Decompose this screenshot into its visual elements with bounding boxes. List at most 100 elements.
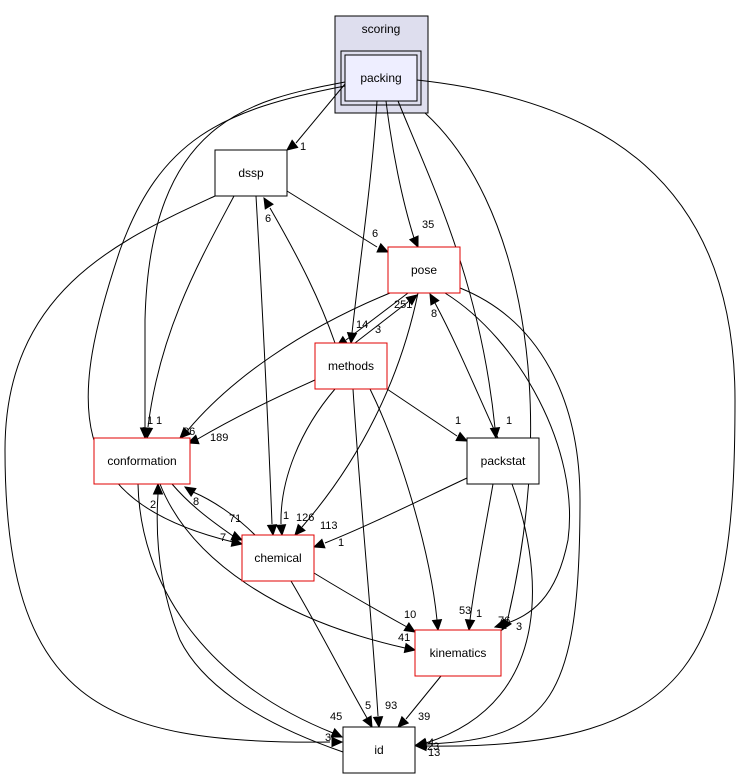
edge-dssp-to-chemical[interactable]: 1 bbox=[255, 195, 289, 537]
edge-line bbox=[313, 572, 408, 628]
edge-weight-label[interactable]: 189 bbox=[210, 432, 228, 444]
edge-packing-to-conformation[interactable]: 1 bbox=[139, 81, 346, 440]
edge-weight-label[interactable]: 53 bbox=[459, 605, 471, 617]
edge-conformation-to-id[interactable]: 45 bbox=[137, 483, 344, 738]
node-dssp-box[interactable] bbox=[214, 149, 288, 197]
edge-weight-label[interactable]: 3 bbox=[325, 732, 331, 744]
edge-weight-label[interactable]: 6 bbox=[265, 213, 271, 225]
edge-weight-label[interactable]: 3 bbox=[375, 324, 381, 336]
edge-weight-label[interactable]: 14 bbox=[356, 319, 368, 331]
edge-methods-to-packstat[interactable]: 1 bbox=[386, 388, 469, 442]
edge-chemical-to-id[interactable]: 5 bbox=[290, 580, 373, 729]
edge-line bbox=[352, 388, 379, 717]
edge-weight-label[interactable]: 4 bbox=[428, 737, 434, 749]
edge-line bbox=[255, 195, 273, 525]
node-methods-label: methods bbox=[328, 359, 374, 373]
edge-chemical-to-conformation[interactable]: 8 bbox=[183, 486, 256, 536]
arrowhead-icon bbox=[330, 727, 344, 738]
edge-id-to-conformation[interactable]: 2 bbox=[150, 482, 344, 753]
node-conformation-box[interactable] bbox=[93, 437, 191, 485]
edge-methods-to-kinematics[interactable]: 53 bbox=[369, 388, 471, 632]
edge-weight-label[interactable]: 7 bbox=[220, 532, 226, 544]
edge-conformation-to-kinematics[interactable]: 41 bbox=[159, 483, 417, 654]
edge-weight-label[interactable]: 113 bbox=[320, 520, 338, 532]
node-chemical-box[interactable] bbox=[241, 534, 315, 582]
edge-weight-label[interactable]: 45 bbox=[330, 711, 342, 723]
edge-weight-label[interactable]: 23 bbox=[427, 741, 439, 753]
edge-weight-label[interactable]: 5 bbox=[365, 700, 371, 712]
node-methods-box[interactable] bbox=[314, 342, 388, 390]
edge-pose-to-conformation[interactable]: 96 bbox=[179, 292, 391, 439]
edge-methods-to-conformation[interactable]: 189 bbox=[186, 379, 316, 445]
edge-packstat-to-kinematics[interactable]: 1 bbox=[464, 483, 494, 632]
edge-weight-label[interactable]: 39 bbox=[418, 711, 430, 723]
arrowhead-icon bbox=[142, 427, 154, 440]
node-dssp[interactable]: dssp bbox=[214, 149, 288, 197]
node-packstat-box[interactable] bbox=[466, 437, 540, 485]
edge-line bbox=[269, 207, 336, 344]
edge-methods-to-id[interactable]: 93 bbox=[352, 388, 397, 729]
edge-weight-label[interactable]: 8 bbox=[193, 496, 199, 508]
edge-weight-label[interactable]: 6 bbox=[372, 228, 378, 240]
edge-line bbox=[147, 195, 235, 428]
node-chemical[interactable]: chemical bbox=[241, 534, 315, 582]
edge-weight-label[interactable]: 3 bbox=[516, 621, 522, 633]
edge-kinematics-to-id[interactable]: 39 bbox=[397, 675, 442, 728]
edge-weight-label[interactable]: 41 bbox=[398, 632, 410, 644]
node-packstat[interactable]: packstat bbox=[466, 437, 540, 485]
edge-dssp-to-id[interactable]: 3 bbox=[4, 195, 344, 748]
edge-weight-label[interactable]: 1 bbox=[338, 537, 344, 549]
edge-pose-to-chemical[interactable]: 113 bbox=[294, 292, 419, 536]
edge-pose-to-id[interactable]: 23 bbox=[414, 287, 581, 753]
node-id[interactable]: id bbox=[342, 726, 416, 774]
node-methods[interactable]: methods bbox=[314, 342, 388, 390]
edge-weight-label[interactable]: 76 bbox=[498, 615, 510, 627]
edge-weight-label[interactable]: 93 bbox=[385, 700, 397, 712]
edge-weight-label[interactable]: 10 bbox=[404, 609, 416, 621]
node-id-box[interactable] bbox=[342, 726, 416, 774]
edge-weight-label[interactable]: 1 bbox=[147, 415, 153, 427]
edge-line bbox=[386, 388, 458, 437]
edge-pose-to-kinematics[interactable]: 76 bbox=[444, 292, 570, 630]
edge-weight-label[interactable]: 96 bbox=[183, 426, 195, 438]
node-pose[interactable]: pose bbox=[387, 246, 461, 294]
arrowhead-icon bbox=[263, 196, 274, 210]
node-kinematics[interactable]: kinematics bbox=[414, 629, 502, 677]
edge-weight-label[interactable]: 1 bbox=[283, 510, 289, 522]
node-conformation[interactable]: conformation bbox=[93, 437, 191, 485]
edge-weight-label[interactable]: 71 bbox=[229, 513, 241, 525]
node-kinematics-box[interactable] bbox=[414, 629, 502, 677]
edge-weight-label[interactable]: 251 bbox=[394, 299, 412, 311]
edge-packstat-to-chemical[interactable]: 1 bbox=[312, 477, 468, 549]
edge-weight-label[interactable]: 35 bbox=[422, 219, 434, 231]
edge-conformation-to-chemical[interactable]: 71 bbox=[171, 483, 244, 541]
edge-packing-to-packstat[interactable]: 1 bbox=[397, 100, 512, 440]
edge-weight-label[interactable]: 1 bbox=[506, 415, 512, 427]
edge-packing-to-dssp[interactable]: 1 bbox=[286, 83, 346, 153]
edge-weight-label[interactable]: 1 bbox=[156, 415, 162, 427]
edge-methods-to-dssp[interactable]: 6 bbox=[263, 196, 336, 344]
node-id-label: id bbox=[374, 743, 383, 757]
edge-packing-to-pose[interactable]: 35 bbox=[385, 100, 434, 249]
node-packing-box[interactable] bbox=[344, 54, 418, 102]
arrowhead-icon bbox=[408, 235, 419, 249]
node-packing[interactable]: packing bbox=[340, 50, 422, 106]
node-pose-box[interactable] bbox=[387, 246, 461, 294]
edge-weight-label[interactable]: 2 bbox=[150, 499, 156, 511]
edge-packing-to-kinematics[interactable]: 3 bbox=[424, 112, 532, 633]
edge-weight-label[interactable]: 1 bbox=[455, 415, 461, 427]
edge-methods-to-pose[interactable]: 251 bbox=[354, 294, 418, 344]
edge-line bbox=[416, 79, 736, 747]
edge-weight-label[interactable]: 1 bbox=[476, 608, 482, 620]
edge-dssp-to-pose[interactable]: 6 bbox=[286, 190, 390, 253]
edge-weight-label[interactable]: 13 bbox=[428, 747, 440, 759]
edge-weight-label[interactable]: 8 bbox=[431, 308, 437, 320]
edge-packstat-to-id[interactable]: 4 bbox=[414, 483, 533, 749]
edge-weight-label[interactable]: 1 bbox=[300, 141, 306, 153]
edge-packstat-to-pose[interactable]: 8 bbox=[429, 292, 499, 439]
edge-chemical-to-kinematics[interactable]: 10 bbox=[313, 572, 416, 633]
edge-weight-label[interactable]: 126 bbox=[296, 512, 314, 524]
edge-packing-to-methods[interactable]: 14 bbox=[346, 100, 378, 345]
edge-methods-to-chemical[interactable]: 126 bbox=[275, 388, 336, 537]
edge-dssp-to-conformation[interactable]: 1 bbox=[142, 195, 235, 440]
